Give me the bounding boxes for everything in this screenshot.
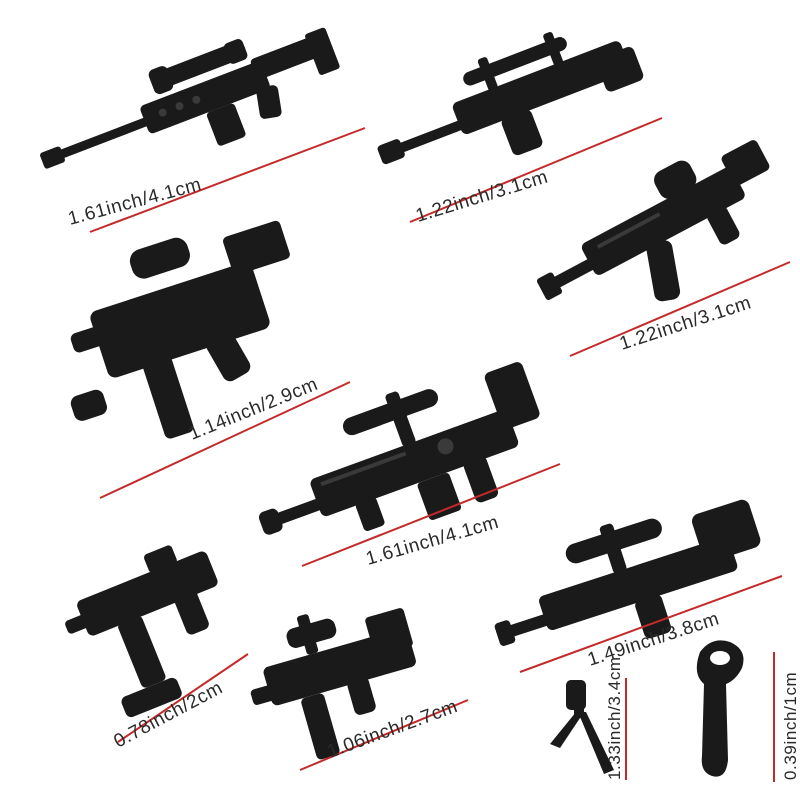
submachine-gun-icon	[70, 220, 290, 439]
measure-line	[117, 653, 249, 743]
bullpup-rifle-icon	[377, 32, 644, 165]
measure-line	[569, 261, 791, 357]
scoped-smg-icon	[250, 608, 416, 760]
assault-rifle-icon	[536, 140, 770, 302]
size-label-compact-smg-scoped: 1.06inch/2.7cm	[325, 696, 461, 763]
size-label-submachine-gun-scoped: 1.14inch/2.9cm	[186, 374, 321, 445]
measure-line	[99, 381, 351, 499]
measure-line	[299, 699, 469, 771]
size-label-grip-holder: 0.39inch/1cm	[781, 672, 800, 780]
grip-holder-icon	[696, 640, 744, 777]
size-label-sniper-rifle-large: 1.61inch/4.1cm	[66, 174, 204, 230]
compact-smg-icon	[65, 545, 218, 718]
size-label-bipod: 1.33inch/3.4cm	[605, 656, 624, 780]
measure-line	[301, 463, 561, 567]
measure-line	[519, 575, 783, 673]
sniper-rifle-icon	[40, 27, 340, 169]
measure-line	[89, 127, 366, 233]
measure-line	[409, 117, 663, 223]
marksman-rifle-icon	[494, 499, 761, 646]
bipod-icon	[550, 680, 614, 774]
size-label-assault-rifle: 1.22inch/3.1cm	[617, 292, 754, 354]
size-label-bullpup-rifle: 1.22inch/3.1cm	[413, 167, 550, 227]
tactical-rifle-icon	[258, 362, 540, 535]
size-label-tactical-rifle: 1.61inch/4.1cm	[364, 512, 502, 570]
